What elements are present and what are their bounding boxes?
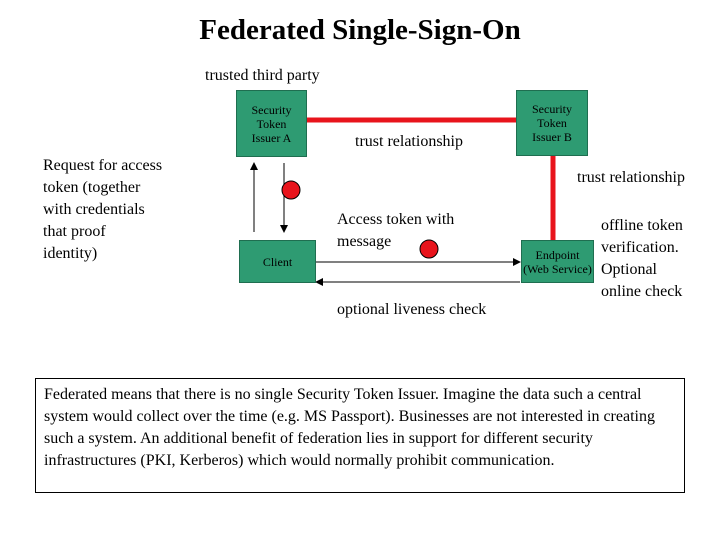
issuer-b-box: Security Token Issuer B: [516, 90, 588, 156]
page-title: Federated Single-Sign-On: [199, 14, 521, 46]
client-box: Client: [239, 240, 316, 283]
access-token-label: Access token with message: [337, 211, 455, 250]
liveness-check-label: optional liveness check: [337, 301, 487, 318]
trust-relationship-right-label: trust relationship: [577, 169, 685, 186]
token-dot-message: [419, 239, 439, 259]
trusted-third-party-label: trusted third party: [205, 67, 320, 84]
endpoint-box: Endpoint (Web Service): [521, 240, 594, 283]
issuer-a-box: Security Token Issuer A: [236, 90, 307, 157]
request-for-token-label: Request for access token (together with …: [43, 157, 163, 262]
offline-verification-label: offline token verification. Optional onl…: [601, 217, 683, 300]
token-dot-issuer: [281, 180, 301, 200]
federation-note: Federated means that there is no single …: [35, 378, 685, 493]
trust-relationship-top-label: trust relationship: [355, 133, 463, 150]
